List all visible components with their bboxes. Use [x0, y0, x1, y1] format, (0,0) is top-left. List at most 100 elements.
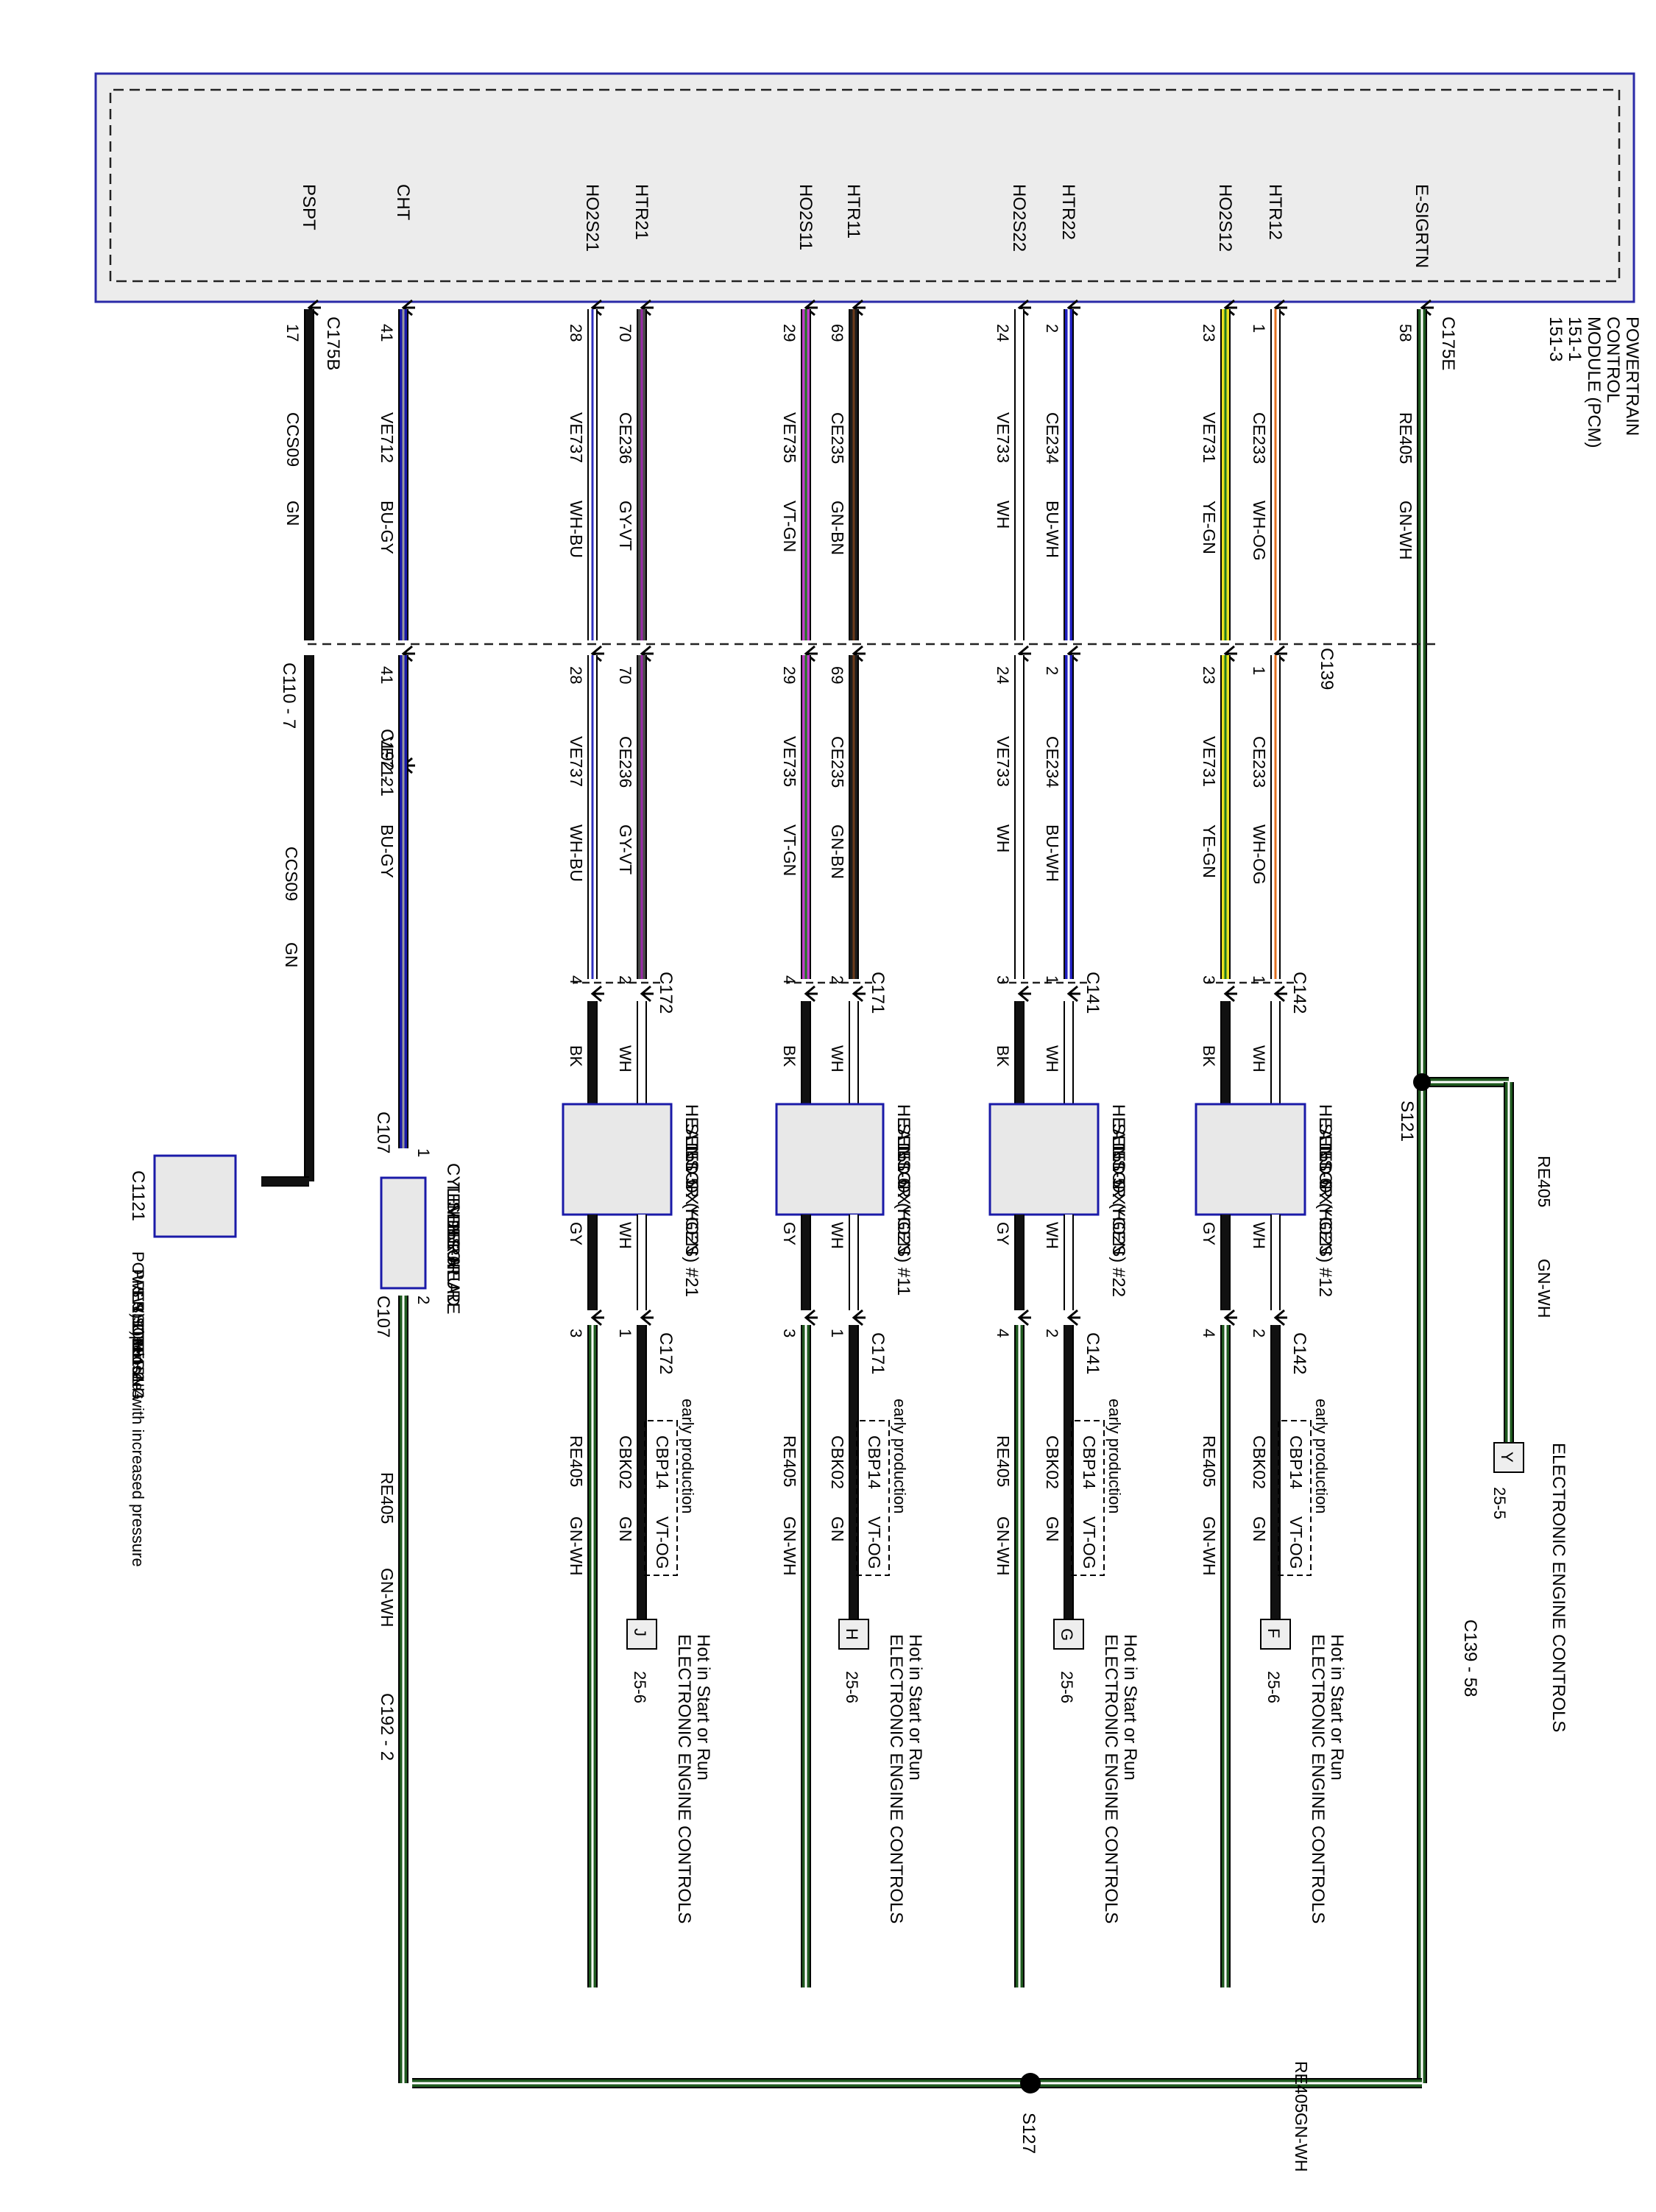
sensor-title: 151-6 — [894, 1142, 913, 1187]
connector-arrow — [590, 299, 604, 317]
circuit-label: VE733 — [994, 736, 1013, 787]
switch-title: SWITCH — [129, 1287, 147, 1351]
sensor-title: 151-6 — [443, 1220, 463, 1265]
inline-connector-label: C139 - 58 — [1460, 1619, 1480, 1697]
sensor-pin: 3 — [1200, 975, 1218, 984]
dest-text: Hot in Start or Run — [1120, 1634, 1140, 1781]
sensor-title: CYLINDER HEAD — [443, 1163, 463, 1307]
circuit-label: CCS09 — [283, 412, 302, 467]
sensor-pin: 2 — [616, 975, 634, 984]
lead-color: WH — [1043, 1222, 1061, 1249]
wire-color-label: GN — [1250, 1516, 1269, 1542]
switch-title: POWER STEERING — [129, 1251, 147, 1400]
connector-arrow — [1223, 1309, 1237, 1326]
sensor-pin: 4 — [994, 1329, 1012, 1338]
sensor-title: SENSOR — [443, 1201, 463, 1276]
circuit-label: CBP14 — [653, 1435, 672, 1489]
sensor-connector-label: C1121 — [128, 1170, 148, 1221]
connector-arrow — [1066, 985, 1080, 1003]
connector-arrow — [640, 645, 654, 662]
sensor-connector-label: C141 — [1083, 972, 1103, 1014]
connector-arrow — [804, 1309, 818, 1326]
inline-pin-number: 28 — [567, 666, 585, 684]
inline-pin-number: 24 — [994, 666, 1012, 684]
circuit-label: CE236 — [616, 736, 635, 788]
connector-arrow — [640, 1309, 654, 1326]
wire-color-label: WH — [994, 824, 1013, 852]
pcm-pin-number: 58 — [1396, 324, 1415, 342]
dest-text: ELECTRONIC ENGINE CONTROLS — [1101, 1634, 1121, 1923]
circuit-label: CBK02 — [616, 1435, 635, 1489]
pcm-pin-label: CHT — [393, 184, 413, 221]
connector-arrow — [307, 299, 321, 317]
switch-title: 151-4 — [129, 1357, 147, 1399]
wire-color-label: BU-WH — [1043, 501, 1062, 558]
connector-arrow — [804, 299, 818, 317]
dest-letter: Y — [1498, 1452, 1516, 1463]
wire-color-label: BU-WH — [1043, 824, 1062, 882]
lead-color: BK — [567, 1045, 585, 1067]
sensor-body — [562, 1103, 673, 1216]
pcm-pin-label: HTR21 — [631, 184, 651, 240]
pcm-pin-number: 69 — [828, 324, 846, 342]
circuit-label: CCS09 — [282, 847, 301, 901]
circuit-label: CE235 — [828, 412, 847, 464]
pcm-pin-label: HTR12 — [1265, 184, 1285, 240]
cht-sensor-body — [380, 1176, 427, 1290]
pcm-pin-label: HO2S11 — [796, 184, 815, 250]
sensor-title: HEATED OXYGEN — [1315, 1104, 1335, 1255]
circuit-label: CBK02 — [1043, 1435, 1062, 1489]
dest-text: ELECTRONIC ENGINE CONTROLS — [1308, 1634, 1328, 1923]
early-box — [1071, 1420, 1105, 1576]
splice-label: S121 — [1397, 1100, 1417, 1142]
connector-arrow — [1066, 299, 1080, 317]
circuit-label: RE405 — [780, 1435, 799, 1487]
switch-title: 2) Closed with increased pressure — [129, 1322, 147, 1567]
pcm-pin-number: 2 — [1043, 324, 1061, 333]
circuit-label: CE233 — [1250, 736, 1269, 788]
connector-arrow — [401, 299, 415, 317]
wire-color-label: GN-WH — [567, 1516, 586, 1575]
inline-connector-label: C192 - 1 — [377, 729, 397, 796]
dest-text: Hot in Start or Run — [1327, 1634, 1347, 1781]
dest-letter: J — [631, 1628, 649, 1636]
inline-pin-number: 1 — [1250, 666, 1268, 675]
dest-page: 25-5 — [1490, 1487, 1509, 1519]
dest-text: ELECTRONIC ENGINE CONTROLS — [886, 1634, 906, 1923]
lead-color: BK — [780, 1045, 799, 1067]
connector-arrow — [401, 645, 415, 662]
connector-arrow — [1273, 645, 1287, 662]
sensor-pin: 1 — [828, 1329, 846, 1338]
switch-title: 1) Open — [129, 1304, 147, 1363]
dest-page: 25-6 — [631, 1671, 649, 1703]
circuit-label: RE405 — [1200, 1435, 1219, 1487]
circuit-label: CE233 — [1250, 412, 1269, 464]
pcm-pin-label: HTR22 — [1058, 184, 1078, 240]
connector-arrow — [1017, 645, 1031, 662]
dest-connector — [838, 1619, 869, 1650]
circuit-label: RE405 — [1292, 2061, 1311, 2113]
sensor-pin: 4 — [780, 975, 799, 984]
sensor-pin: 3 — [994, 975, 1012, 984]
pcm-pin-number: 41 — [378, 324, 396, 342]
wire-color-label: GN-BN — [828, 501, 847, 555]
wire-color-label: GN-WH — [378, 1568, 397, 1627]
circuit-label: CBP14 — [1080, 1435, 1099, 1489]
connector-arrow — [590, 645, 604, 662]
connector-arrow — [804, 985, 818, 1003]
sensor-connector-label: C172 — [656, 1332, 676, 1374]
sensor-title: TEMPERATURE — [443, 1182, 463, 1315]
connector-arrow — [852, 985, 866, 1003]
sensor-connector-label: C172 — [656, 972, 676, 1014]
lead-color: WH — [1250, 1222, 1268, 1249]
circuit-label: VE735 — [780, 412, 799, 463]
connector-arrow — [852, 1309, 866, 1326]
dest-text: Hot in Start or Run — [693, 1634, 713, 1781]
connector-arrow — [590, 985, 604, 1003]
pcm-pin-label: PSPT — [299, 184, 319, 230]
lead-color: WH — [616, 1045, 634, 1073]
wire-color-label: VT-GN — [780, 824, 799, 876]
